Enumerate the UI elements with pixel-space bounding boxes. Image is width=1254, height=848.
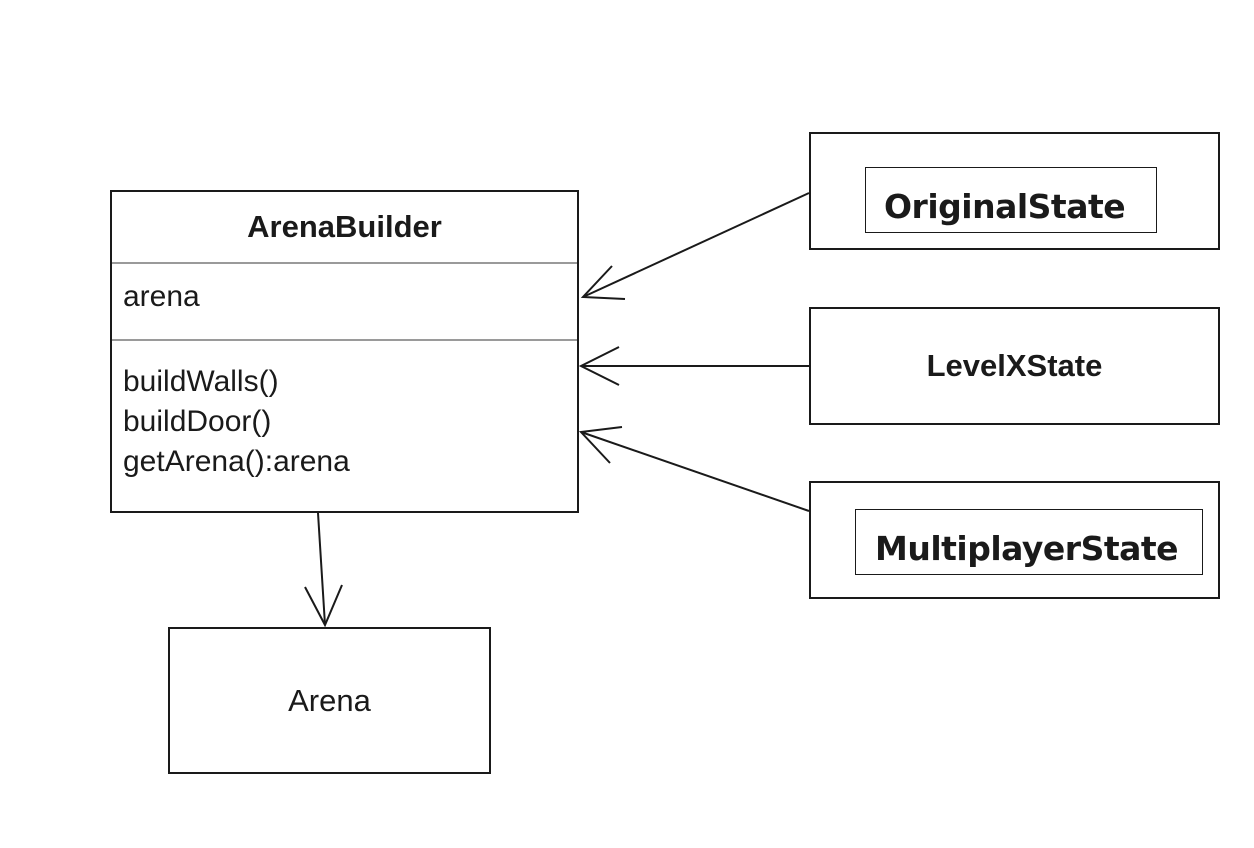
arrow-originalstate-to-arenabuilder bbox=[580, 192, 810, 300]
arena-class-box: Arena bbox=[168, 627, 491, 774]
arenabuilder-attributes: arena bbox=[123, 280, 200, 314]
attributes-divider bbox=[112, 262, 577, 264]
arrow-levelxstate-to-arenabuilder bbox=[578, 346, 809, 386]
arenabuilder-methods: buildWalls() buildDoor() getArena():aren… bbox=[123, 362, 350, 482]
arenabuilder-class-name: ArenaBuilder bbox=[247, 209, 442, 244]
arenabuilder-class-box: ArenaBuilder arena buildWalls() buildDoo… bbox=[110, 190, 579, 513]
arena-class-name: Arena bbox=[288, 682, 371, 718]
multiplayerstate-label: MultiplayerState bbox=[855, 509, 1203, 575]
levelxstate-box: LevelXState bbox=[809, 307, 1220, 425]
arrow-arenabuilder-to-arena bbox=[304, 512, 343, 628]
methods-divider bbox=[112, 339, 577, 341]
originalstate-box: OriginalState bbox=[809, 132, 1220, 250]
levelxstate-label: LevelXState bbox=[926, 348, 1103, 383]
originalstate-label-text: OriginalState bbox=[884, 187, 1126, 226]
originalstate-label: OriginalState bbox=[865, 167, 1157, 233]
attribute-arena: arena bbox=[123, 280, 200, 313]
method-builddoor: buildDoor() bbox=[123, 405, 272, 438]
multiplayerstate-label-text: MultiplayerState bbox=[875, 529, 1179, 568]
method-buildwalls: buildWalls() bbox=[123, 365, 279, 398]
method-getarena: getArena():arena bbox=[123, 445, 350, 478]
multiplayerstate-box: MultiplayerState bbox=[809, 481, 1220, 599]
arrow-multiplayerstate-to-arenabuilder bbox=[578, 426, 810, 512]
